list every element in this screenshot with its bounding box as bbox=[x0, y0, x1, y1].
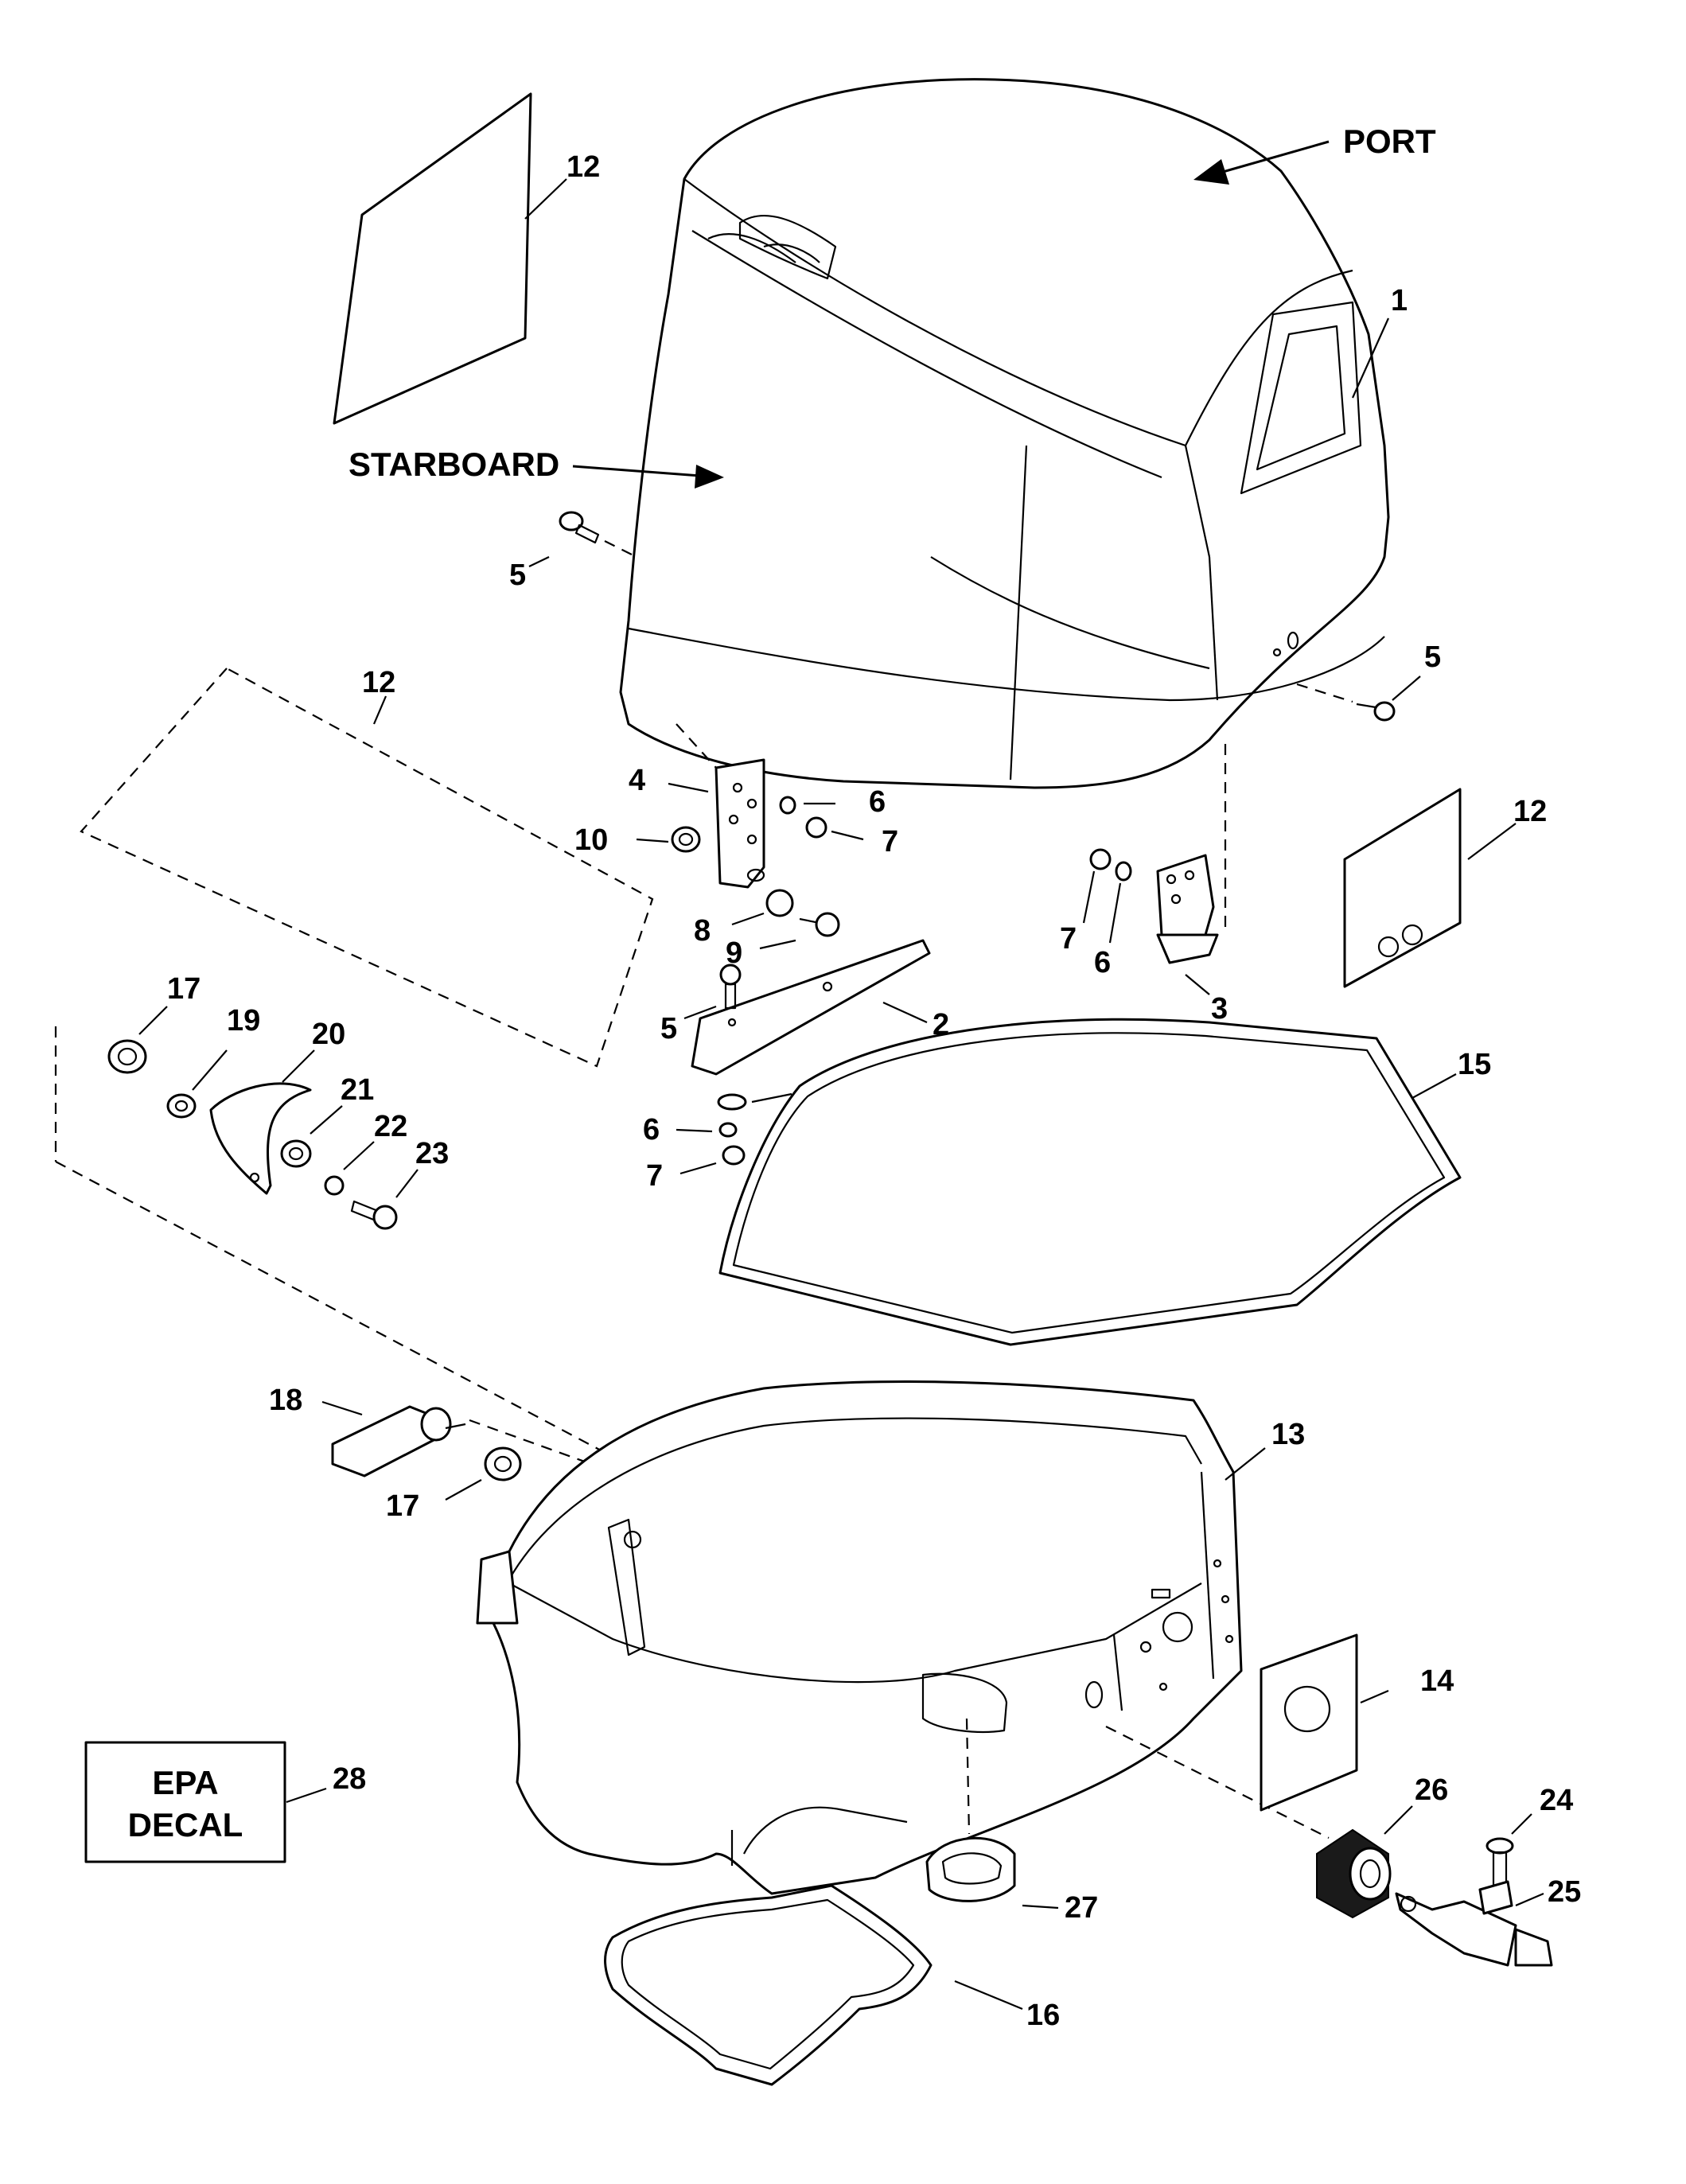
callout-13: 13 bbox=[1271, 1418, 1305, 1451]
bolt-23 bbox=[350, 1169, 419, 1230]
callout-5-latch: 5 bbox=[660, 1012, 677, 1045]
callout-3: 3 bbox=[1211, 992, 1228, 1026]
screw-5-upper bbox=[528, 511, 637, 567]
washer-6-latch bbox=[676, 1122, 738, 1138]
nut-7-top bbox=[805, 816, 864, 841]
grommet-27 bbox=[925, 1718, 1059, 1910]
latch-arm-2 bbox=[691, 939, 931, 1076]
decal-sheet-12-right bbox=[1343, 788, 1517, 988]
callout-8: 8 bbox=[694, 914, 711, 948]
port-arrow bbox=[1193, 140, 1330, 185]
callout-24: 24 bbox=[1540, 1784, 1573, 1817]
callout-7-top: 7 bbox=[882, 825, 898, 858]
callout-14: 14 bbox=[1420, 1664, 1454, 1698]
callout-7-right: 7 bbox=[1060, 922, 1077, 956]
lever-20 bbox=[209, 1049, 315, 1195]
spacer-8 bbox=[731, 889, 794, 926]
callout-21: 21 bbox=[341, 1073, 374, 1107]
callout-6-top: 6 bbox=[869, 785, 886, 819]
callout-17-lower: 17 bbox=[386, 1489, 419, 1523]
washer-19 bbox=[166, 1049, 228, 1119]
bolt-9 bbox=[759, 912, 840, 950]
callout-5-right: 5 bbox=[1424, 640, 1441, 674]
callout-20: 20 bbox=[312, 1018, 345, 1051]
epa-decal-28: EPA DECAL bbox=[84, 1741, 327, 1863]
bracket-3 bbox=[1156, 744, 1227, 995]
callout-19: 19 bbox=[227, 1004, 260, 1037]
bottom-seal-16 bbox=[604, 1884, 1023, 2086]
decal-sheet-12-top bbox=[333, 92, 567, 425]
callout-1: 1 bbox=[1391, 284, 1408, 317]
bracket-4 bbox=[668, 723, 765, 889]
callout-5-upper: 5 bbox=[509, 559, 526, 592]
callout-26: 26 bbox=[1415, 1773, 1448, 1807]
screw-5-right bbox=[1296, 675, 1421, 722]
callout-27: 27 bbox=[1065, 1891, 1098, 1925]
callout-17-top: 17 bbox=[167, 972, 201, 1006]
starboard-label: STARBOARD bbox=[348, 446, 559, 483]
washer-11 bbox=[717, 1092, 792, 1111]
ring-26 bbox=[1316, 1805, 1413, 1919]
callout-7-latch: 7 bbox=[646, 1159, 663, 1193]
epa-decal-line1: EPA bbox=[152, 1764, 218, 1801]
callout-25: 25 bbox=[1548, 1875, 1581, 1909]
callout-6-latch: 6 bbox=[643, 1113, 660, 1147]
callout-9: 9 bbox=[726, 936, 742, 970]
washer-6-right bbox=[1108, 861, 1132, 944]
callout-4: 4 bbox=[629, 764, 645, 797]
seal-15 bbox=[718, 1018, 1462, 1346]
decal-sheet-12-dashed bbox=[80, 667, 654, 1068]
gasket-14 bbox=[1260, 1633, 1389, 1812]
grommet-10 bbox=[636, 826, 701, 853]
lockwasher-22 bbox=[324, 1141, 375, 1196]
callout-18: 18 bbox=[269, 1384, 302, 1417]
callout-22: 22 bbox=[374, 1110, 407, 1143]
lower-pan-13 bbox=[476, 1380, 1330, 1895]
engine-cover-1 bbox=[619, 78, 1390, 789]
callout-12-right: 12 bbox=[1513, 795, 1547, 828]
callout-15: 15 bbox=[1458, 1048, 1491, 1081]
callout-10: 10 bbox=[574, 823, 608, 857]
washer-21 bbox=[280, 1105, 343, 1168]
nut-7-right bbox=[1082, 848, 1112, 924]
fuel-connector-25 bbox=[1395, 1880, 1553, 1967]
callout-16: 16 bbox=[1026, 1999, 1060, 2032]
callout-12-top: 12 bbox=[567, 150, 600, 184]
bushing-17-lower bbox=[445, 1446, 522, 1501]
washer-6-top bbox=[779, 796, 835, 815]
callout-23: 23 bbox=[415, 1137, 449, 1170]
port-label: PORT bbox=[1343, 123, 1436, 160]
epa-decal-line2: DECAL bbox=[128, 1806, 243, 1843]
bolt-24 bbox=[1485, 1813, 1532, 1887]
stud-5-latch bbox=[683, 964, 742, 1020]
callout-28: 28 bbox=[333, 1762, 366, 1796]
callout-12-left: 12 bbox=[362, 666, 395, 699]
starboard-arrow bbox=[572, 465, 724, 489]
callout-6-right: 6 bbox=[1094, 946, 1111, 979]
nut-7-latch bbox=[679, 1145, 746, 1175]
